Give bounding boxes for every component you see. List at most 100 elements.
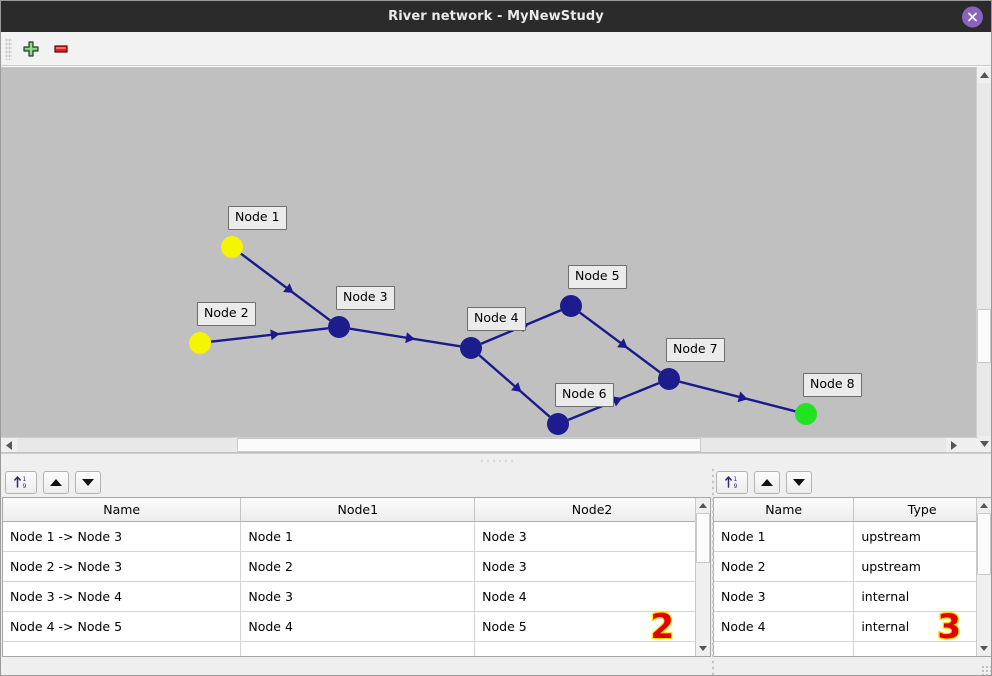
table-cell[interactable]: Node 1	[240, 521, 476, 552]
table-cell[interactable]: Node 4	[714, 611, 855, 642]
reaches-scroll-up-arrow[interactable]	[696, 498, 710, 513]
graph-edge[interactable]	[679, 380, 796, 413]
panel-splitter[interactable]	[1, 453, 991, 466]
graph-vertical-scroll-thumb[interactable]	[977, 309, 991, 363]
table-cell[interactable]: Node 3	[714, 581, 855, 612]
graph-node[interactable]	[560, 295, 582, 317]
move-up-button[interactable]	[43, 470, 69, 494]
table-cell-empty[interactable]	[474, 641, 710, 656]
table-cell[interactable]: internal	[853, 611, 991, 642]
graph-node[interactable]	[547, 413, 569, 435]
reaches-scroll-down-arrow[interactable]	[696, 641, 710, 656]
graph-node[interactable]	[189, 332, 211, 354]
table-cell[interactable]: Node 3	[240, 581, 476, 612]
table-cell[interactable]: Node 3 -> Node 4	[3, 581, 242, 612]
arrow-down-icon	[82, 478, 94, 486]
delete-node-icon[interactable]	[48, 36, 74, 62]
nodes-table-scrollbar[interactable]	[976, 498, 991, 656]
table-cell[interactable]: Node 2	[714, 551, 855, 582]
graph-edge[interactable]	[349, 327, 461, 348]
graph-edge[interactable]	[478, 354, 551, 418]
svg-text:1: 1	[734, 476, 738, 483]
graph-scroll-left-arrow[interactable]	[1, 438, 17, 452]
table-cell[interactable]: Node 3	[474, 551, 710, 582]
table-cell[interactable]: Node 2	[240, 551, 476, 582]
close-icon[interactable]	[962, 6, 983, 27]
graph-vertical-scrollbar[interactable]	[976, 67, 991, 452]
reaches-column-header[interactable]: Node1	[240, 498, 476, 522]
nodes-column-header[interactable]: Type	[853, 498, 991, 522]
tables-splitter[interactable]	[711, 467, 714, 675]
table-cell[interactable]: upstream	[853, 521, 991, 552]
graph-node-label[interactable]: Node 5	[568, 265, 627, 289]
graph-node[interactable]	[221, 236, 243, 258]
arrow-down-icon	[793, 478, 805, 486]
nodes-column-header[interactable]: Name	[714, 498, 855, 522]
table-cell[interactable]: internal	[853, 581, 991, 612]
move-down-button[interactable]	[75, 470, 101, 494]
graph-edge[interactable]	[579, 311, 661, 374]
graph-node-label[interactable]: Node 4	[467, 307, 526, 331]
graph-horizontal-scroll-thumb[interactable]	[237, 438, 701, 452]
graph-node[interactable]	[460, 337, 482, 359]
table-cell[interactable]: Node 1 -> Node 3	[3, 521, 242, 552]
table-cell[interactable]: upstream	[853, 551, 991, 582]
table-cell-empty[interactable]	[853, 641, 991, 656]
graph-node-label[interactable]: Node 1	[228, 206, 287, 230]
move-down-button[interactable]	[786, 470, 812, 494]
table-cell-empty[interactable]	[714, 641, 855, 656]
window-resize-grip[interactable]	[981, 665, 991, 675]
splitter-grip-icon	[479, 458, 513, 462]
graph-node[interactable]	[795, 403, 817, 425]
reaches-column-header[interactable]: Node2	[474, 498, 710, 522]
add-node-icon[interactable]	[18, 36, 44, 62]
table-row-empty[interactable]	[714, 641, 991, 656]
graph-node-label[interactable]: Node 8	[803, 373, 862, 397]
graph-node[interactable]	[658, 368, 680, 390]
sort-az-icon[interactable]: 1 9	[716, 470, 748, 494]
move-up-button[interactable]	[754, 470, 780, 494]
graph-node-label[interactable]: Node 2	[197, 302, 256, 326]
graph-edge[interactable]	[240, 252, 331, 322]
graph-edge[interactable]	[210, 327, 329, 343]
table-cell[interactable]: Node 5	[474, 611, 710, 642]
nodes-scroll-down-arrow[interactable]	[977, 641, 991, 656]
table-cell-empty[interactable]	[3, 641, 242, 656]
table-cell[interactable]: Node 4 -> Node 5	[3, 611, 242, 642]
graph-node[interactable]	[328, 316, 350, 338]
nodes-scroll-thumb[interactable]	[977, 513, 991, 575]
reaches-scroll-thumb[interactable]	[696, 513, 710, 563]
graph-node-label[interactable]: Node 3	[336, 286, 395, 310]
nodes-scroll-up-arrow[interactable]	[977, 498, 991, 513]
table-cell[interactable]: Node 1	[714, 521, 855, 552]
main-toolbar	[1, 32, 991, 66]
table-cell[interactable]: Node 4	[474, 581, 710, 612]
reaches-column-header[interactable]: Name	[3, 498, 242, 522]
graph-scroll-down-arrow[interactable]	[977, 436, 991, 452]
graph-scroll-right-arrow[interactable]	[946, 438, 962, 452]
table-cell[interactable]: Node 3	[474, 521, 710, 552]
graph-node-label[interactable]: Node 6	[555, 383, 614, 407]
graph-scroll-up-arrow[interactable]	[977, 67, 991, 83]
svg-text:1: 1	[23, 476, 27, 483]
toolbar-drag-handle[interactable]	[5, 37, 12, 60]
graph-node-label[interactable]: Node 7	[666, 338, 725, 362]
graph-horizontal-scrollbar[interactable]	[1, 437, 978, 452]
table-row-empty[interactable]	[3, 641, 710, 656]
table-cell[interactable]: Node 4	[240, 611, 476, 642]
sort-az-icon[interactable]: 1 9	[5, 470, 37, 494]
table-cell[interactable]: Node 2 -> Node 3	[3, 551, 242, 582]
table-cell-empty[interactable]	[240, 641, 476, 656]
reaches-table-scrollbar[interactable]	[695, 498, 710, 656]
